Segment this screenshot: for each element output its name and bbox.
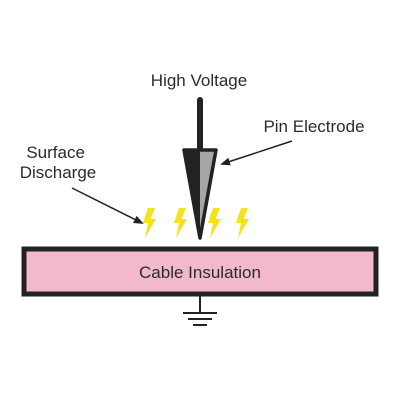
cable-insulation-label: Cable Insulation xyxy=(139,263,261,282)
surface-discharge-label: Surface Discharge xyxy=(20,143,97,182)
spark-group xyxy=(143,208,249,238)
lightning-bolt-icon xyxy=(174,208,187,238)
pin-electrode-pointer xyxy=(220,140,293,166)
surface-discharge-label-line1: Surface xyxy=(26,143,85,162)
lightning-bolt-icon xyxy=(236,208,249,238)
lightning-bolt-icon xyxy=(208,208,221,238)
surface-discharge-label-line2: Discharge xyxy=(20,163,97,182)
high-voltage-label: High Voltage xyxy=(151,71,247,90)
pin-electrode-shadow xyxy=(184,150,200,238)
surface-discharge-pointer xyxy=(71,187,144,224)
lightning-bolt-icon xyxy=(143,208,156,238)
pin-electrode-label: Pin Electrode xyxy=(263,117,364,136)
ground-symbol-icon xyxy=(183,294,217,326)
